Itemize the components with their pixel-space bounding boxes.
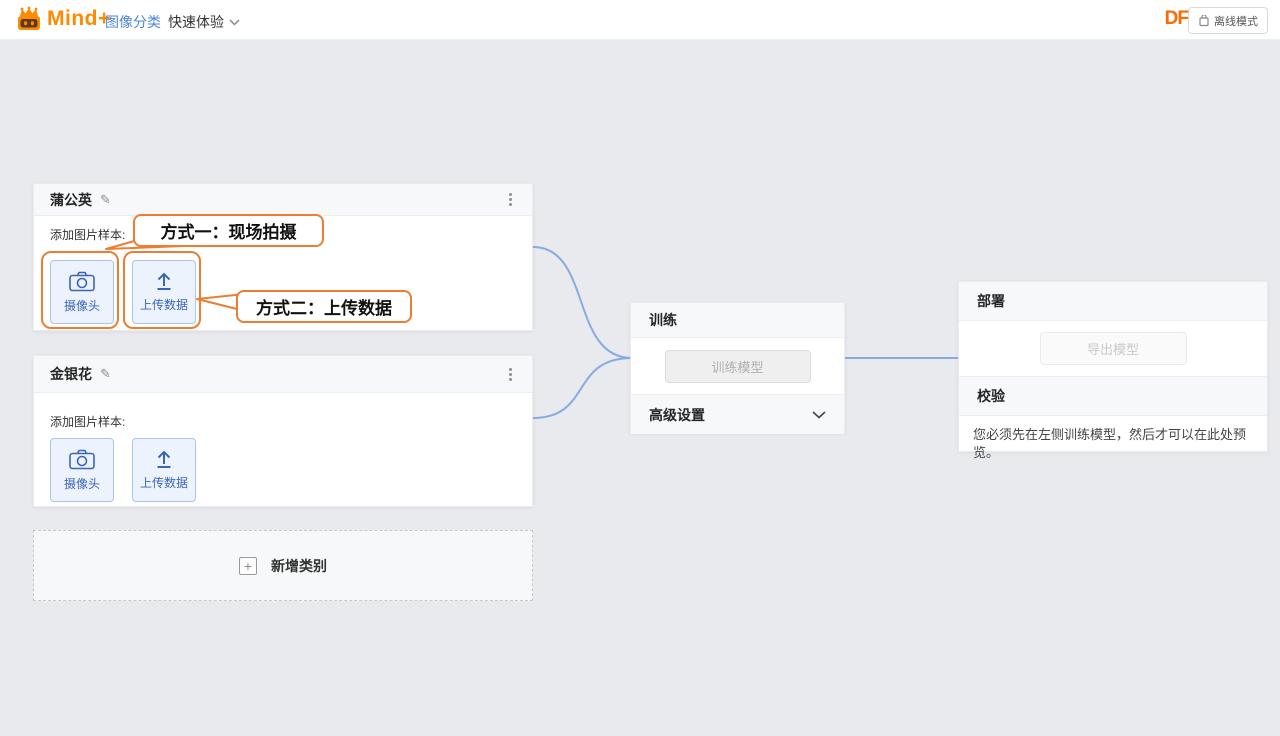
annotation-method2: 方式二：上传数据	[236, 290, 412, 323]
mindplus-logo-icon	[18, 6, 40, 30]
more-menu-icon[interactable]	[505, 189, 516, 210]
export-model-button[interactable]: 导出模型	[1039, 332, 1187, 365]
brand-name: Mind+	[47, 7, 111, 30]
annotation-method2-label: 方式二：上传数据	[256, 299, 392, 318]
offline-mode-label: 离线模式	[1214, 15, 1258, 28]
annotation-method1: 方式一：现场拍摄	[133, 214, 324, 247]
training-title: 训练	[649, 312, 677, 328]
upload-button[interactable]: 上传数据	[132, 438, 196, 502]
chevron-down-icon	[229, 18, 240, 26]
more-menu-icon[interactable]	[505, 364, 516, 385]
camera-button-label: 摄像头	[63, 298, 100, 313]
camera-button-label: 摄像头	[63, 476, 100, 491]
edit-pencil-icon[interactable]: ✎	[100, 366, 111, 381]
camera-icon	[69, 271, 95, 291]
plus-icon: +	[239, 556, 257, 575]
advanced-settings-row[interactable]: 高级设置	[631, 394, 844, 434]
category-card-header: 金银花 ✎	[34, 356, 532, 393]
train-model-button[interactable]: 训练模型	[664, 349, 811, 383]
annotation-method1-label: 方式一：现场拍摄	[160, 223, 297, 242]
upload-button-label: 上传数据	[139, 476, 188, 490]
camera-button[interactable]: 摄像头	[50, 438, 114, 502]
deploy-header: 部署	[959, 282, 1267, 321]
validate-title: 校验	[977, 388, 1005, 404]
advanced-settings-label: 高级设置	[649, 406, 705, 423]
validate-header: 校验	[959, 376, 1267, 416]
nav-quick-experience[interactable]: 快速体验	[168, 12, 240, 32]
category-title: 金银花	[50, 366, 92, 382]
topbar: Mind+ 图像分类 快速体验 DF 离线模式	[0, 0, 1280, 40]
add-category-label: 新增类别	[271, 557, 327, 574]
camera-icon	[69, 449, 95, 469]
upload-icon	[157, 450, 171, 468]
chevron-down-icon	[812, 410, 826, 419]
upload-button-label: 上传数据	[139, 298, 188, 312]
add-category-button[interactable]: + 新增类别	[33, 530, 533, 601]
category-card-body: 添加图片样本: 摄像头	[34, 393, 532, 502]
validate-hint: 您必须先在左侧训练模型，然后才可以在此处预览。	[973, 427, 1247, 461]
brand[interactable]: Mind+	[16, 6, 111, 32]
category-card-honeysuckle: 金银花 ✎ 添加图片样本: 摄像头	[33, 355, 533, 507]
offline-mode-icon	[1199, 14, 1209, 26]
workflow-canvas: 蒲公英 ✎ 添加图片样本: 摄像头	[0, 40, 1280, 736]
nav-image-classification[interactable]: 图像分类	[105, 14, 161, 30]
edit-pencil-icon[interactable]: ✎	[100, 191, 111, 207]
training-panel: 训练 训练模型 高级设置	[630, 302, 845, 434]
category-card-header: 蒲公英 ✎	[34, 184, 532, 216]
sample-label: 添加图片样本:	[50, 415, 126, 429]
category-card-body: 添加图片样本: 摄像头	[34, 216, 532, 324]
camera-button[interactable]: 摄像头	[50, 260, 114, 324]
category-title: 蒲公英	[50, 191, 92, 208]
deploy-title: 部署	[977, 293, 1005, 309]
offline-mode-button[interactable]: 离线模式	[1188, 7, 1268, 34]
df-logo: DF	[1164, 8, 1189, 29]
deploy-panel: 部署 导出模型 校验 您必须先在左侧训练模型，然后才可以在此处预览。	[958, 281, 1268, 460]
upload-button[interactable]: 上传数据	[132, 260, 196, 324]
training-header: 训练	[631, 303, 844, 338]
nav-quick-experience-label: 快速体验	[168, 14, 224, 30]
upload-icon	[157, 272, 171, 290]
